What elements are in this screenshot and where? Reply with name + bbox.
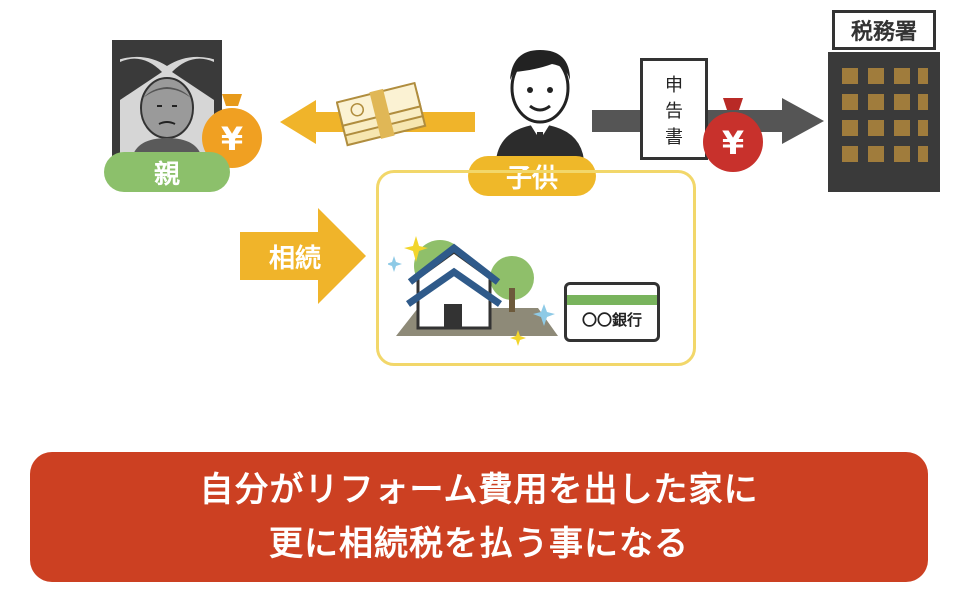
tax-money-bag-icon: ¥ [696, 92, 770, 174]
tax-yen-symbol: ¥ [722, 124, 744, 162]
inherited-assets-box [376, 170, 696, 366]
inheritance-arrow-icon [240, 208, 366, 304]
caption-line-1: 自分がリフォーム費用を出した家に [199, 470, 759, 510]
child-label: 子供 [468, 156, 596, 196]
bank-card-icon: 〇〇銀行 [564, 282, 660, 342]
parent-yen-symbol: ¥ [221, 120, 243, 158]
caption-banner: 自分がリフォーム費用を出した家に 更に相続税を払う事になる [30, 452, 928, 582]
tax-return-char-3: 書 [665, 127, 683, 148]
tax-return-char-1: 申 [665, 75, 683, 96]
tax-return-char-2: 告 [665, 101, 683, 122]
tax-office-label: 税務署 [850, 20, 917, 45]
bank-name: 〇〇銀行 [581, 311, 642, 329]
right-arrow-icon [592, 98, 824, 144]
house-icon [386, 218, 558, 348]
parent-label: 親 [104, 152, 230, 192]
child-figure [486, 36, 594, 160]
tax-office-sign: 税務署 [832, 10, 936, 50]
cash-bundle-icon [335, 81, 428, 154]
tax-return-document: 申 告 書 [640, 58, 708, 160]
tax-office-building-icon [828, 52, 940, 192]
caption-line-2: 更に相続税を払う事になる [269, 524, 689, 564]
inheritance-label: 相続 [268, 244, 321, 274]
